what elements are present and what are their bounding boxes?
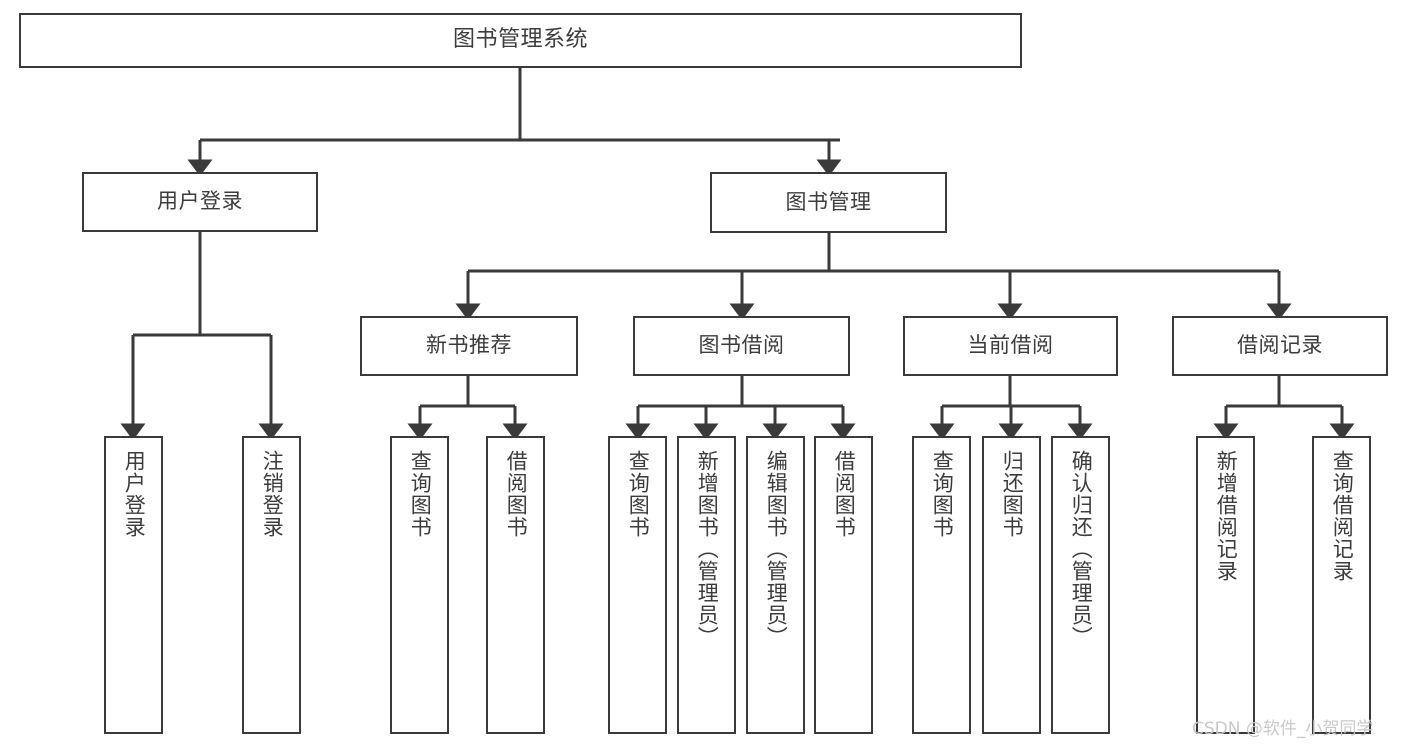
node-leaf-current-borrow-3[interactable]: 确认归还（管理员） [1051,436,1110,734]
node-user-login-label: 用户登录 [157,189,243,214]
node-leaf-current-borrow-1-label: 查询图书 [930,450,955,538]
node-new-book-recommend-label: 新书推荐 [426,333,512,358]
node-leaf-user-login-1[interactable]: 用户登录 [104,436,163,734]
node-leaf-book-borrow-4[interactable]: 借阅图书 [814,436,873,734]
node-new-book-recommend[interactable]: 新书推荐 [360,316,578,376]
node-book-manage[interactable]: 图书管理 [710,172,947,233]
node-leaf-user-login-2[interactable]: 注销登录 [242,436,301,734]
node-leaf-new-book-2[interactable]: 借阅图书 [486,436,545,734]
node-leaf-book-borrow-1-label: 查询图书 [626,450,651,538]
node-root[interactable]: 图书管理系统 [19,13,1022,68]
node-leaf-borrow-record-2-label: 查询借阅记录 [1330,450,1355,582]
node-leaf-borrow-record-2[interactable]: 查询借阅记录 [1312,436,1371,734]
node-current-borrow[interactable]: 当前借阅 [903,316,1118,376]
node-book-borrow-label: 图书借阅 [698,333,785,358]
node-leaf-book-borrow-2[interactable]: 新增图书（管理员） [677,436,736,734]
node-leaf-current-borrow-1[interactable]: 查询图书 [912,436,971,734]
node-book-manage-label: 图书管理 [785,189,872,214]
node-leaf-book-borrow-3[interactable]: 编辑图书（管理员） [746,436,805,734]
node-leaf-book-borrow-2-label: 新增图书（管理员） [695,450,720,648]
watermark: CSDN @软件_小贺同学 [1192,719,1374,739]
node-leaf-current-borrow-2-label: 归还图书 [1000,450,1025,538]
node-user-login[interactable]: 用户登录 [82,172,318,232]
node-leaf-borrow-record-1-label: 新增借阅记录 [1214,450,1239,582]
node-leaf-new-book-1-label: 查询图书 [408,450,433,538]
node-leaf-user-login-2-label: 注销登录 [260,450,285,538]
node-root-label: 图书管理系统 [452,27,588,53]
node-borrow-record[interactable]: 借阅记录 [1172,316,1388,376]
node-leaf-new-book-1[interactable]: 查询图书 [390,436,449,734]
node-leaf-borrow-record-1[interactable]: 新增借阅记录 [1196,436,1255,734]
node-current-borrow-label: 当前借阅 [967,333,1054,358]
node-leaf-book-borrow-3-label: 编辑图书（管理员） [764,450,789,648]
node-leaf-book-borrow-4-label: 借阅图书 [832,450,857,538]
node-leaf-current-borrow-3-label: 确认归还（管理员） [1069,450,1094,648]
node-leaf-current-borrow-2[interactable]: 归还图书 [982,436,1041,734]
node-leaf-user-login-1-label: 用户登录 [122,450,147,538]
node-leaf-book-borrow-1[interactable]: 查询图书 [608,436,667,734]
node-borrow-record-label: 借阅记录 [1237,333,1323,358]
node-leaf-new-book-2-label: 借阅图书 [504,450,529,538]
node-book-borrow[interactable]: 图书借阅 [633,316,850,376]
